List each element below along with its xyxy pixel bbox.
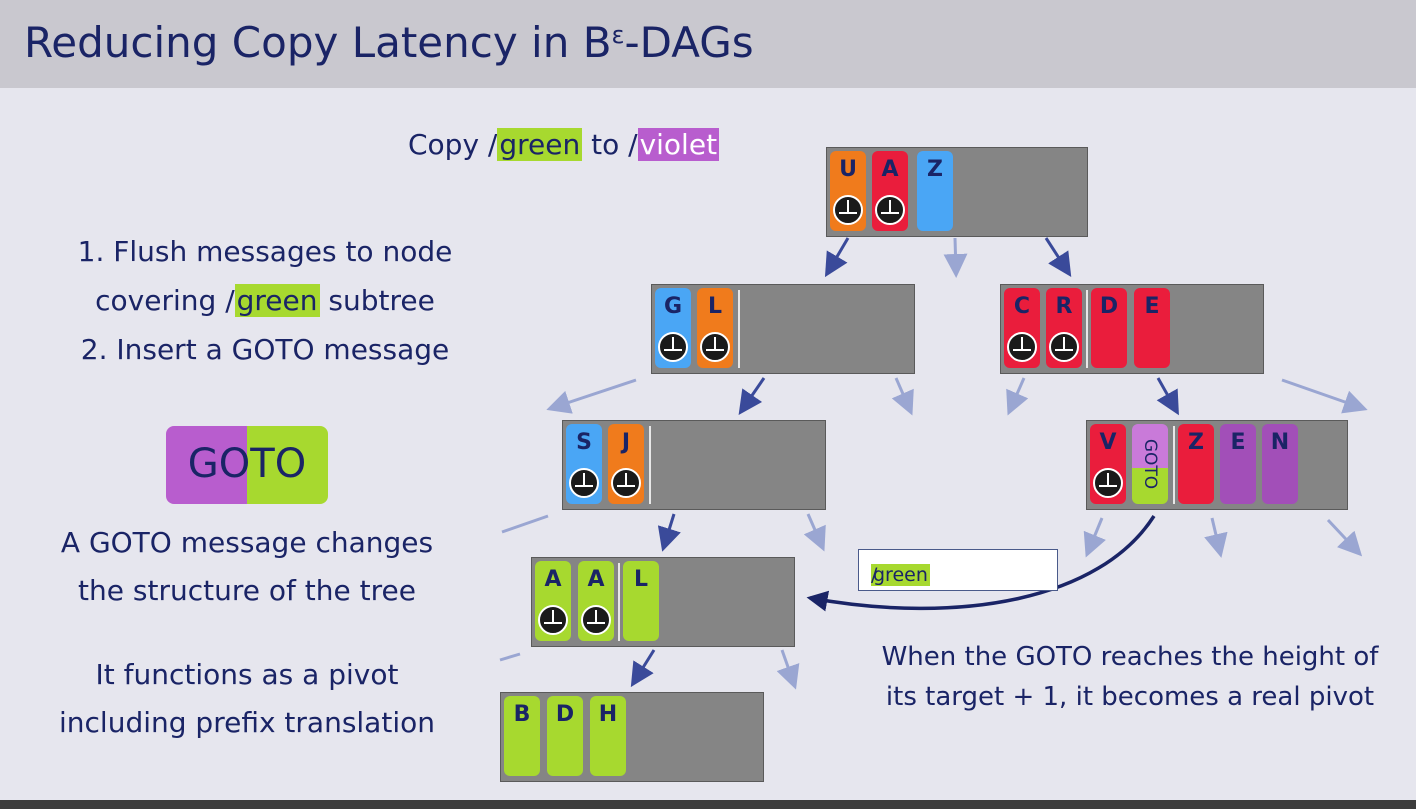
pivot: V — [1090, 424, 1126, 504]
pivot: A — [535, 561, 571, 641]
edge — [630, 649, 656, 688]
child-pointer-icon — [658, 332, 688, 362]
pivot: H — [590, 696, 626, 776]
child-pointer-icon — [1049, 332, 1079, 362]
slide-title: Reducing Copy Latency in Bε-DAGs — [24, 18, 754, 67]
edge — [1281, 378, 1368, 414]
pivot-description-line-1: It functions as a pivot — [95, 658, 399, 691]
node-sj: S J — [562, 420, 826, 510]
child-pointer-icon — [875, 195, 905, 225]
goto-redirect-arrow — [806, 515, 1156, 612]
pivot: G — [655, 288, 691, 368]
node-bdh: B D H — [500, 692, 764, 782]
child-pointer-icon — [700, 332, 730, 362]
caption-line-1: When the GOTO reaches the height of — [881, 642, 1379, 672]
pivot: R — [1046, 288, 1082, 368]
pivot: A — [872, 151, 908, 231]
goto-pivot: GOTO — [1132, 424, 1168, 504]
pivot: D — [1091, 288, 1127, 368]
edge — [1044, 237, 1072, 278]
pivot: J — [608, 424, 644, 504]
bottom-bar — [0, 800, 1416, 809]
copy-instruction: Copy /green to /violet — [408, 128, 720, 161]
pivot: E — [1220, 424, 1256, 504]
edge — [776, 649, 800, 690]
edge — [501, 514, 549, 534]
child-pointer-icon — [1007, 332, 1037, 362]
pivot: E — [1134, 288, 1170, 368]
goto-badge: GOTO — [166, 426, 328, 504]
divider — [1173, 426, 1175, 504]
divider — [738, 290, 740, 368]
pivot: D — [547, 696, 583, 776]
pivot: C — [1004, 288, 1040, 368]
step-1-line-2: covering /green subtree — [95, 284, 435, 317]
edge — [803, 513, 826, 552]
goto-description-line-1: A GOTO message changes — [60, 526, 434, 559]
node-crde: C R D E — [1000, 284, 1264, 374]
child-pointer-icon — [538, 605, 568, 635]
pivot: Z — [917, 151, 953, 231]
step-2-line: 2. Insert a GOTO message — [80, 333, 450, 366]
pivot: S — [566, 424, 602, 504]
pivot: L — [623, 561, 659, 641]
divider — [649, 426, 651, 504]
node-aal: A A L — [531, 557, 795, 647]
edge — [499, 652, 521, 662]
node-gl: G L — [651, 284, 915, 374]
edge — [943, 237, 968, 278]
node-root: U A Z — [826, 147, 1088, 237]
edge — [1156, 377, 1179, 416]
edge — [891, 377, 914, 416]
edge — [1326, 518, 1363, 557]
child-pointer-icon — [569, 468, 599, 498]
pivot: Z — [1178, 424, 1214, 504]
node-vzen: V GOTO Z E N — [1086, 420, 1348, 510]
edge — [1006, 377, 1029, 416]
highlight-violet: violet — [637, 128, 720, 161]
edge — [824, 237, 850, 278]
pivot: A — [578, 561, 614, 641]
divider — [618, 563, 620, 641]
child-pointer-icon — [1093, 468, 1123, 498]
edge — [1204, 517, 1228, 558]
edge — [738, 377, 766, 415]
divider — [1086, 290, 1088, 368]
caption-line-2: its target + 1, it becomes a real pivot — [885, 682, 1375, 712]
edge — [1083, 517, 1106, 558]
edge — [546, 378, 637, 414]
pivot: U — [830, 151, 866, 231]
goto-message-box: /violet/ →/green/ — [858, 549, 1058, 591]
step-1-line: 1. Flush messages to node — [77, 235, 453, 268]
edge — [657, 513, 681, 552]
child-pointer-icon — [581, 605, 611, 635]
pivot: N — [1262, 424, 1298, 504]
child-pointer-icon — [833, 195, 863, 225]
child-pointer-icon — [611, 468, 641, 498]
highlight-green: green — [497, 128, 583, 161]
pivot: B — [504, 696, 540, 776]
goto-description-line-2: the structure of the tree — [78, 574, 416, 607]
pivot: L — [697, 288, 733, 368]
pivot-description-line-2: including prefix translation — [59, 706, 435, 739]
title-bar — [0, 0, 1416, 88]
